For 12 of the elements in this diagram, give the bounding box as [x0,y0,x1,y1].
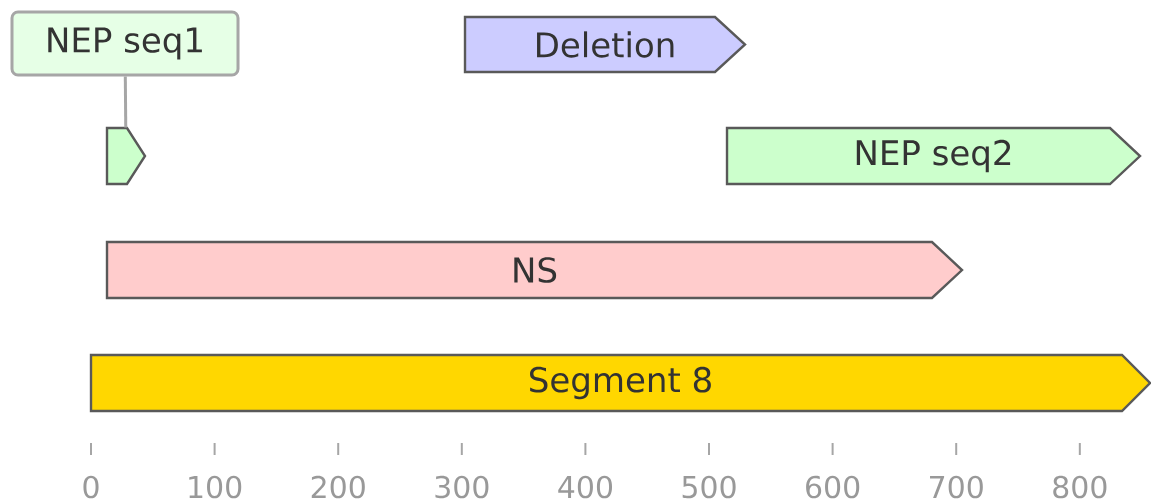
tick-label: 500 [682,475,736,499]
label-box: NEP seq1 [10,10,240,77]
tick-label: 200 [311,475,365,499]
feature-arrow [105,126,147,186]
tick-label: 600 [806,475,860,499]
tick-label: 300 [435,475,489,499]
tick-label: 400 [558,475,613,499]
tick-label: 800 [1053,475,1107,499]
tick-label: 700 [930,475,983,499]
tick-label: 100 [189,475,242,499]
tick-label: 0 [83,475,99,499]
leader-line [123,76,128,128]
